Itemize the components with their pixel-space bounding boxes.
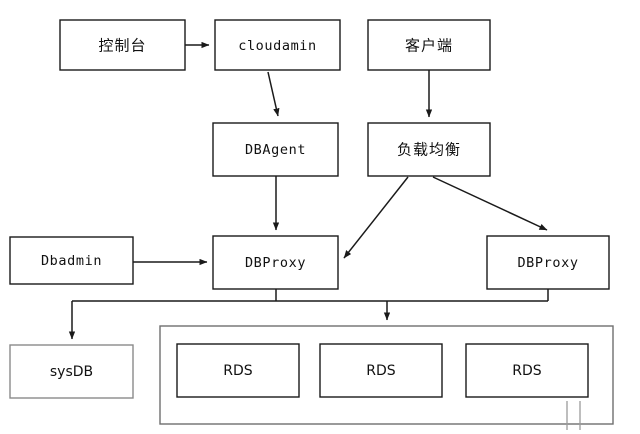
node-client[interactable]: 客户端 (367, 19, 491, 71)
edge-loadbalancer-to-dbproxy-right (432, 176, 548, 231)
node-loadbalancer-label: 负载均衡 (397, 141, 461, 159)
node-sysdb-label: sysDB (50, 364, 93, 380)
node-console[interactable]: 控制台 (59, 19, 186, 71)
node-dbadmin[interactable]: Dbadmin (9, 236, 134, 285)
node-loadbalancer[interactable]: 负载均衡 (367, 122, 491, 177)
node-cloudamin[interactable]: cloudamin (214, 19, 341, 71)
node-rds-1[interactable]: RDS (176, 343, 300, 398)
node-dbagent-label: DBAgent (245, 142, 306, 158)
node-cloudamin-label: cloudamin (238, 38, 317, 54)
edge-cloudamin-to-dbagent (267, 71, 280, 117)
node-dbproxy-left-label: DBProxy (245, 255, 306, 271)
node-sysdb[interactable]: sysDB (9, 344, 134, 399)
diagram-artifact-marks (566, 401, 581, 430)
node-client-label: 客户端 (405, 37, 453, 55)
node-dbagent[interactable]: DBAgent (212, 122, 339, 177)
node-dbproxy-right-label: DBProxy (517, 255, 578, 271)
node-dbproxy-left[interactable]: DBProxy (212, 235, 339, 290)
node-dbproxy-right[interactable]: DBProxy (486, 235, 610, 290)
node-rds-1-label: RDS (223, 363, 253, 379)
node-rds-2[interactable]: RDS (319, 343, 443, 398)
node-console-label: 控制台 (98, 37, 146, 55)
node-rds-3[interactable]: RDS (465, 343, 589, 398)
edge-loadbalancer-to-dbproxy-left (343, 176, 409, 259)
node-rds-2-label: RDS (366, 363, 396, 379)
node-rds-3-label: RDS (512, 363, 542, 379)
node-dbadmin-label: Dbadmin (41, 253, 102, 269)
rds-group-container: RDS RDS RDS (159, 325, 614, 425)
edge-dbproxy-bus (68, 289, 549, 340)
